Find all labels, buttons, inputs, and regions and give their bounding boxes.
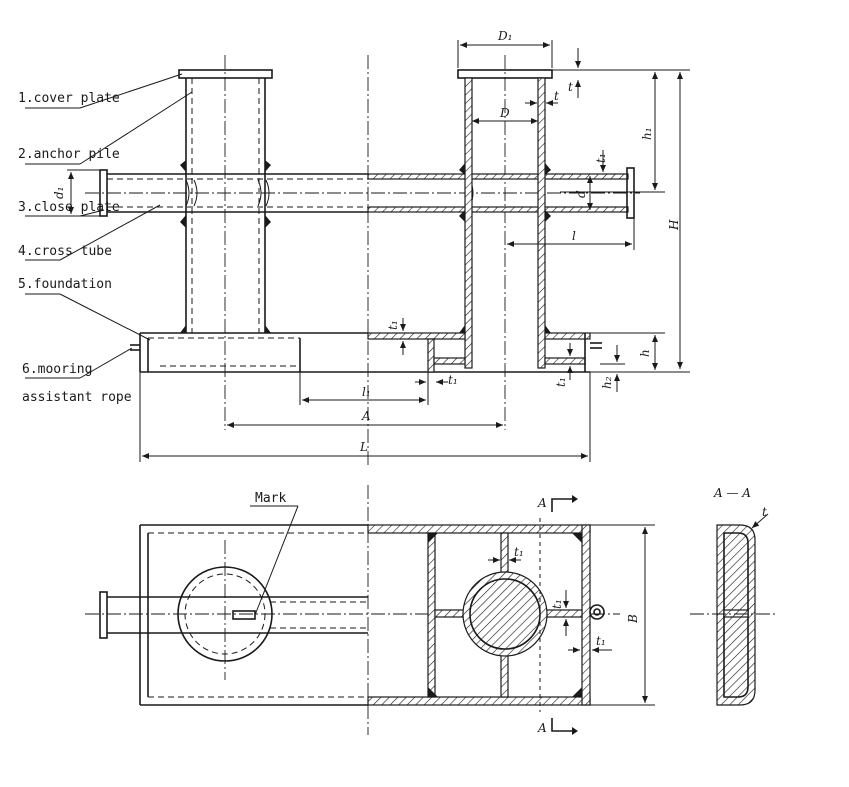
section-title: A — A [713, 486, 751, 500]
label-cover-plate: 1.cover plate [18, 91, 120, 106]
section-marks [539, 495, 578, 735]
plan-view [85, 485, 655, 735]
dim-d: d [574, 190, 588, 198]
dim-t1-foundation-mid: t₁ [448, 373, 458, 387]
cross-tube-left [99, 169, 368, 217]
dim-A: A [361, 409, 371, 423]
label-foundation: 5.foundation [18, 277, 112, 292]
dim-l: l [572, 229, 576, 243]
section-t: t [762, 505, 767, 519]
dim-t-cover: t [568, 80, 573, 94]
dim-H: H [667, 219, 681, 231]
dim-t1-plan-top: t₁ [514, 545, 524, 559]
dim-t1-cross: t₁ [594, 153, 608, 163]
dim-L: L [359, 440, 368, 454]
dim-D: D [499, 106, 510, 120]
dimension-lines [67, 40, 690, 462]
dim-d1: d₁ [52, 187, 66, 200]
section-marker-top: A [537, 496, 547, 510]
dim-t1-plan-mid: t₁ [550, 599, 564, 609]
dim-t1-foundation-right: t₁ [554, 377, 568, 387]
label-mark: Mark [255, 491, 286, 506]
label-anchor-pile: 2.anchor pile [18, 147, 120, 162]
label-close-plate: 3.close plate [18, 200, 120, 215]
dim-h2: h₂ [600, 376, 614, 389]
leader-lines [25, 73, 193, 379]
left-anchor-pile [178, 69, 273, 333]
section-a-a [690, 513, 775, 706]
dim-D1: D₁ [497, 29, 512, 43]
plan-frame-left [139, 524, 368, 706]
dim-h: h [638, 349, 652, 357]
label-assistant-rope: assistant rope [22, 390, 132, 405]
dim-l1: l₁ [362, 385, 371, 399]
plan-left-pile [177, 505, 299, 662]
plan-frame-right [367, 524, 605, 706]
right-anchor-pile [457, 69, 553, 369]
dim-t1-plan-right: t₁ [596, 634, 606, 648]
label-mooring: 6.mooring [22, 362, 92, 377]
label-cross-tube: 4.cross tube [18, 244, 112, 259]
dim-B: B [626, 614, 640, 624]
plan-cross-tube [99, 591, 368, 639]
elevation-view [25, 40, 690, 465]
dim-t1-foundation-top: t₁ [386, 320, 400, 330]
dim-t-wall: t [554, 89, 559, 103]
dim-h1: h₁ [640, 127, 654, 140]
foundation [130, 332, 602, 373]
section-marker-bottom: A [537, 721, 547, 735]
plan-dimension-lines [488, 524, 655, 706]
